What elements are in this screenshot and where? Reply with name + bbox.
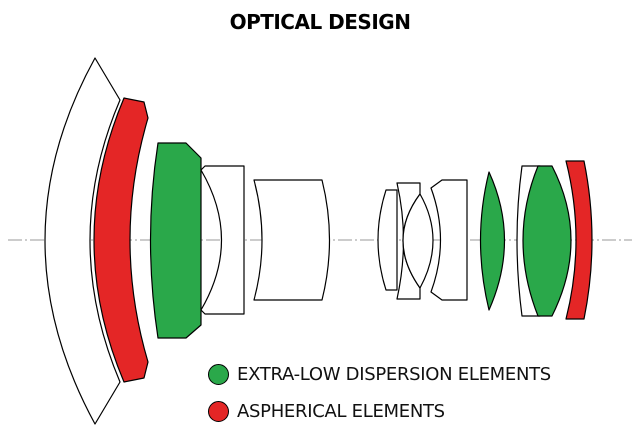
legend-label: EXTRA-LOW DISPERSION ELEMENTS [237,363,551,385]
lens-element-3-extra-low-dispersion [149,142,202,339]
lens-element-10-extra-low-dispersion [479,171,506,311]
legend-label: ASPHERICAL ELEMENTS [237,400,445,422]
lens-element-9 [430,179,468,301]
legend-item-aspherical: ASPHERICAL ELEMENTS [208,398,445,424]
legend-item-extra-low-dispersion: EXTRA-LOW DISPERSION ELEMENTS [208,361,551,387]
legend-swatch-green [208,363,229,385]
lens-element-6 [377,189,398,291]
lens-element-4 [200,165,245,315]
lens-element-1 [44,57,121,425]
lens-element-12-extra-low-dispersion [522,165,572,317]
lens-element-8 [402,193,434,289]
lens-element-2-aspherical [93,97,149,383]
lens-element-5 [253,179,331,301]
diagram-title: OPTICAL DESIGN [229,10,411,34]
legend-swatch-red [208,400,229,422]
lens-element-13-aspherical [565,160,593,320]
